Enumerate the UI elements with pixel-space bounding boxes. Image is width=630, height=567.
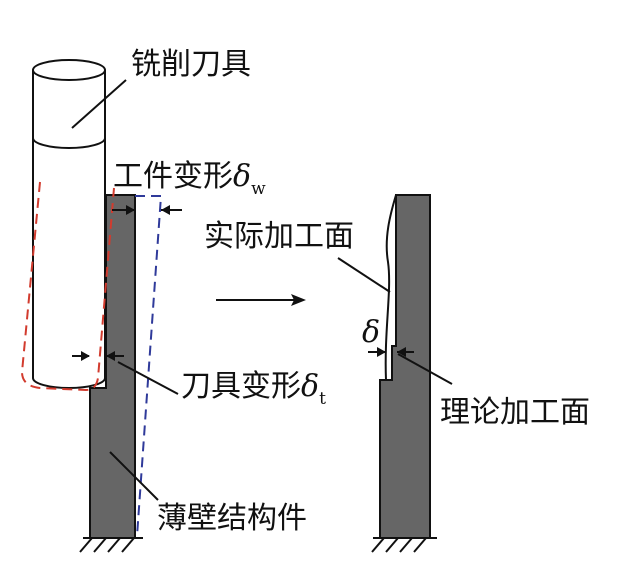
delta-dimension-right	[368, 347, 414, 357]
workpiece-deformation-dimension	[112, 205, 182, 215]
label-theoretical-surface: 理论加工面	[440, 395, 590, 430]
ground-support-right	[371, 537, 437, 553]
leader-tool-deformation	[117, 361, 179, 395]
thin-wall-part-left	[79, 194, 143, 553]
leader-actual-surface	[337, 257, 391, 293]
leader-thin-wall	[109, 451, 159, 501]
label-thin-wall-part: 薄壁结构件	[157, 501, 307, 536]
ground-support-left	[79, 537, 143, 553]
label-milling-tool: 铣削刀具	[131, 47, 251, 82]
leader-theoretical-surface	[397, 353, 453, 385]
milling-tool-cylinder	[32, 59, 106, 389]
label-workpiece-deformation: 工件变形δw	[113, 159, 266, 199]
tool-deformation-dimension	[72, 351, 124, 361]
workpiece-deflection-outline	[135, 195, 163, 537]
leader-milling-tool	[71, 79, 127, 129]
label-actual-surface: 实际加工面	[204, 219, 354, 254]
right-arrow-icon	[216, 294, 306, 306]
label-delta: δ	[362, 315, 380, 350]
actual-surface-curve	[384, 194, 397, 381]
tool-deflection-outline	[20, 181, 115, 392]
label-tool-deformation: 刀具变形δt	[181, 369, 326, 409]
machined-wall-body	[379, 194, 431, 539]
thin-wall-part-right	[371, 194, 437, 553]
